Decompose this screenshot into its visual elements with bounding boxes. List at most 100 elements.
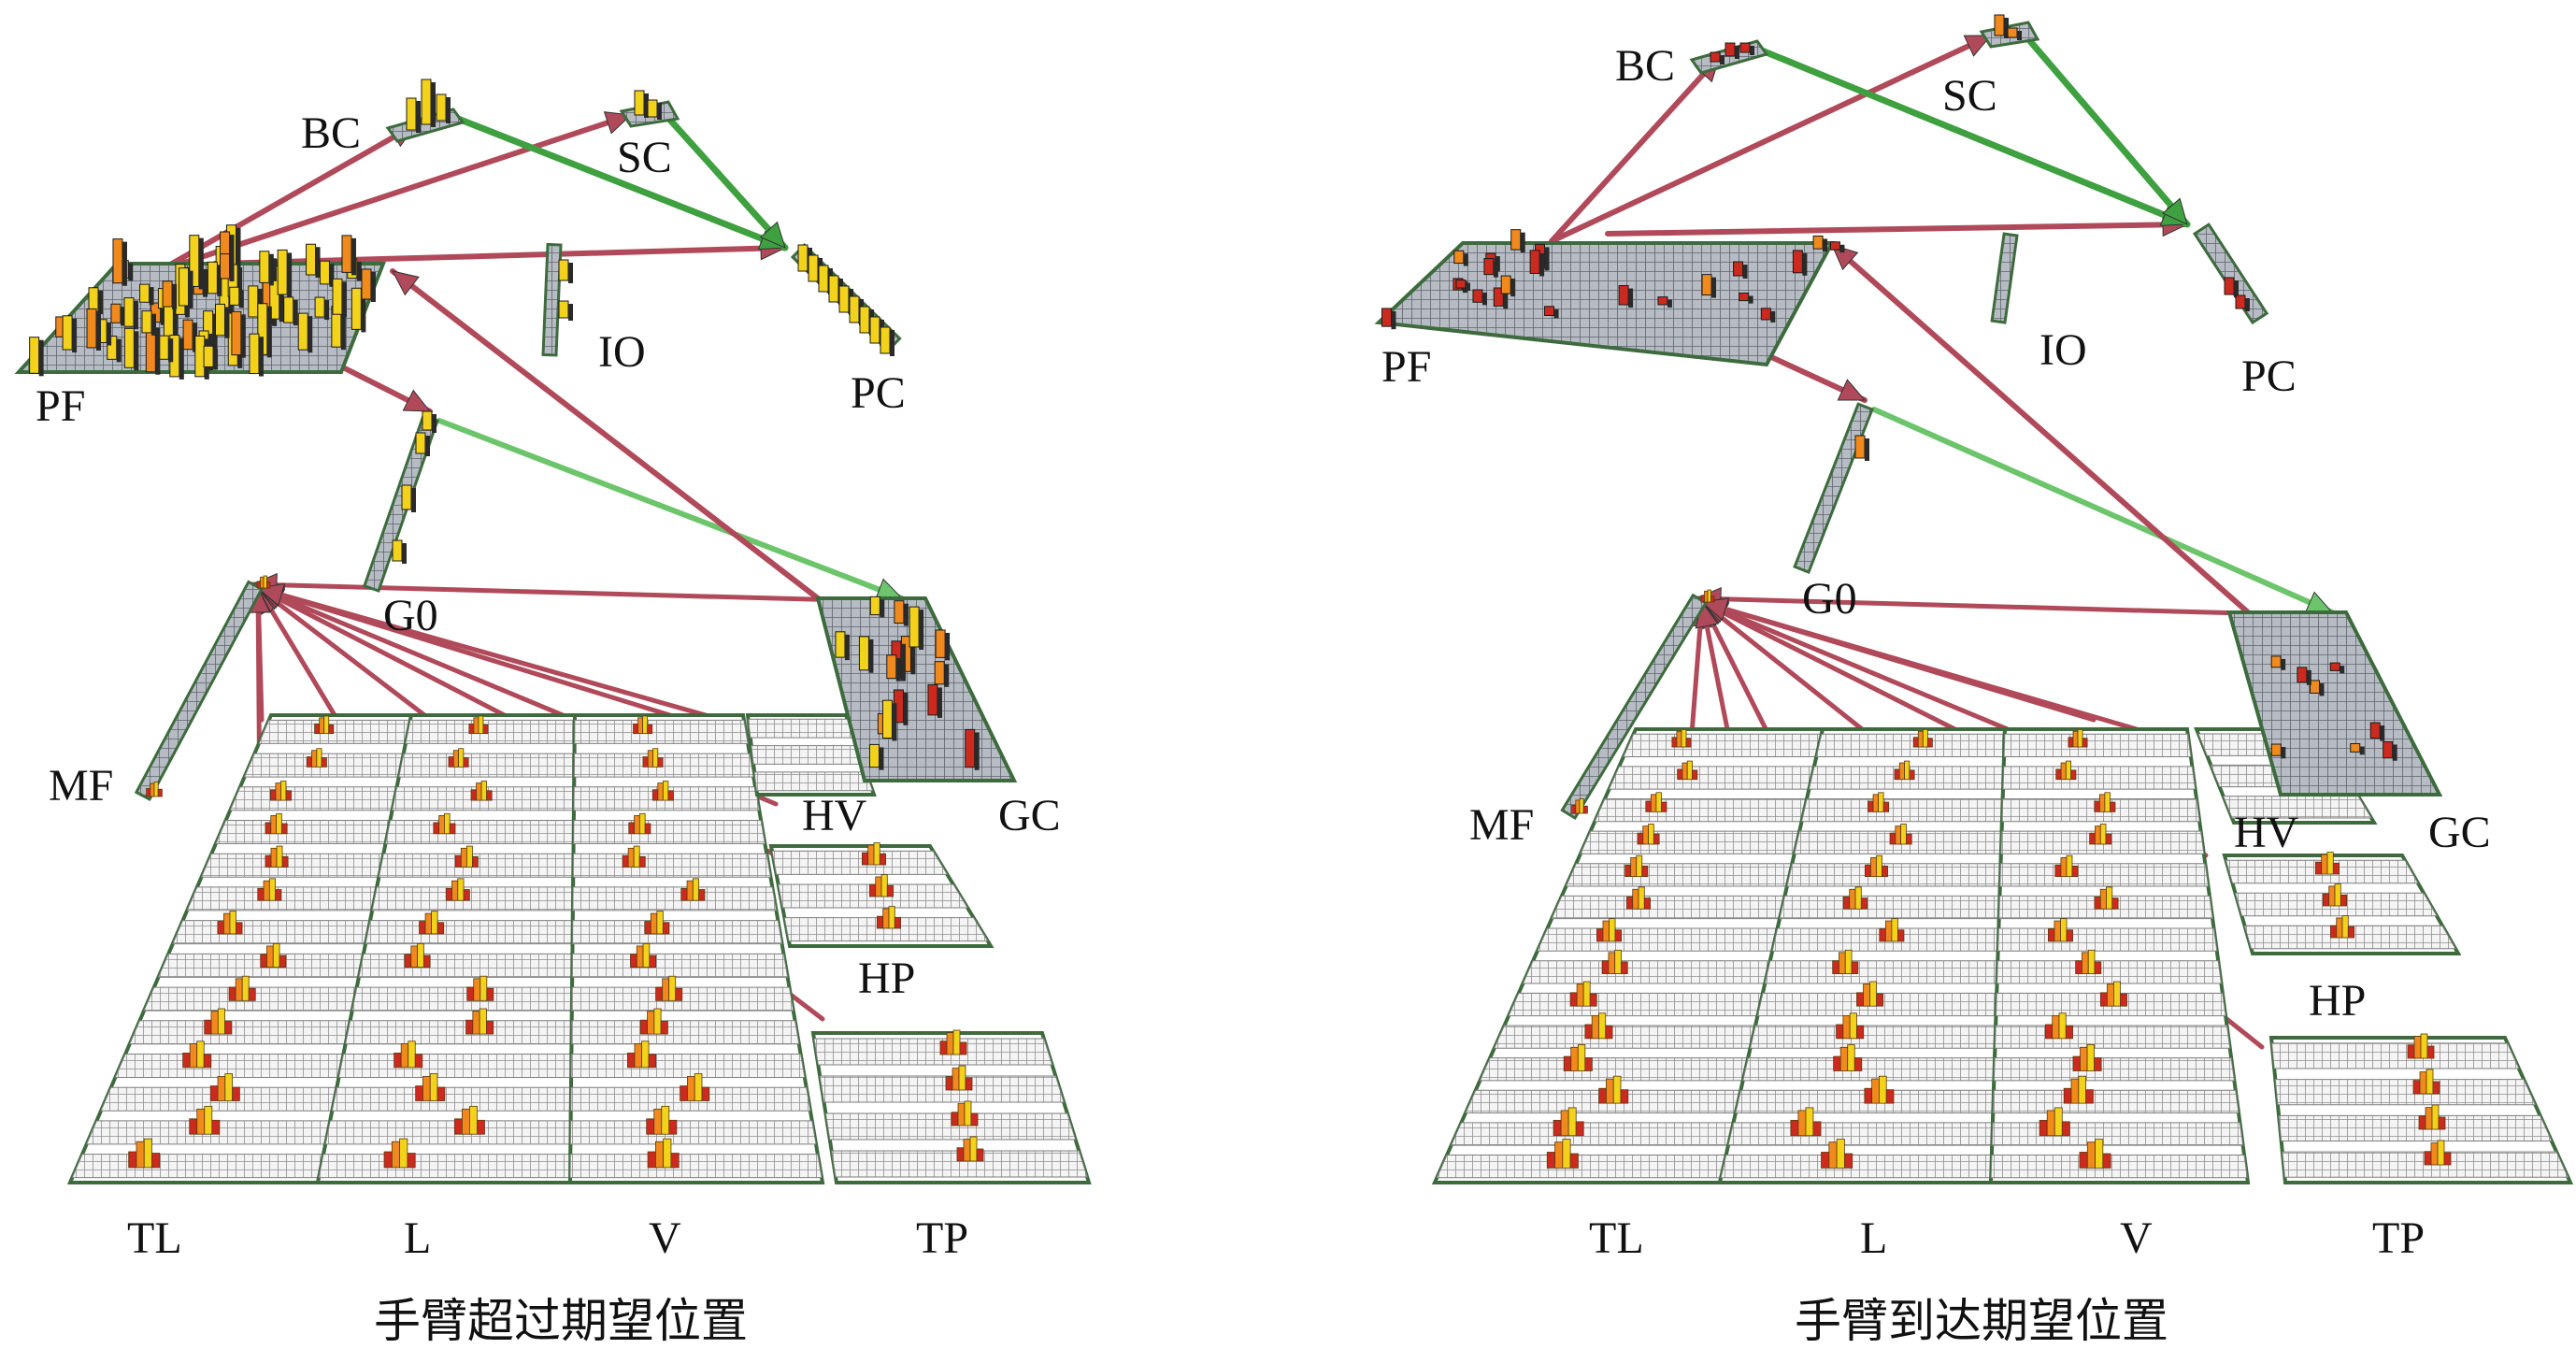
activity-bump xyxy=(939,1029,967,1055)
bar xyxy=(1569,1153,1579,1169)
bar xyxy=(1632,888,1639,910)
connection-line xyxy=(1753,45,2191,228)
activity-bump xyxy=(2068,728,2088,748)
activity-bar xyxy=(29,337,40,374)
label-bc: BC xyxy=(1615,41,1675,91)
bar xyxy=(1569,992,1578,1007)
bar xyxy=(466,986,475,1001)
arrowhead xyxy=(1837,379,1867,401)
label-l: L xyxy=(1860,1213,1887,1263)
bar xyxy=(224,1073,233,1101)
bar xyxy=(969,1136,978,1162)
bar xyxy=(460,847,467,868)
connection-line xyxy=(212,245,788,266)
activity-bar xyxy=(2235,294,2246,309)
connection-line xyxy=(436,418,905,601)
activity-bump xyxy=(419,911,445,935)
bar xyxy=(2120,993,2127,1007)
activity-bar-side xyxy=(266,306,272,358)
bar xyxy=(1700,595,1705,603)
bar xyxy=(1601,960,1610,974)
bar xyxy=(2437,1140,2445,1166)
activity-bar-side xyxy=(198,237,204,290)
bar xyxy=(248,987,256,1001)
activity-bump xyxy=(1584,1012,1613,1040)
map-tp-band xyxy=(831,1150,1088,1178)
bar xyxy=(321,757,327,768)
bar xyxy=(463,757,469,768)
label-hp: HP xyxy=(858,954,915,1003)
bar xyxy=(1606,1078,1614,1104)
bar xyxy=(2058,1012,2067,1040)
activity-bar xyxy=(62,315,73,351)
activity-bump xyxy=(2094,886,2119,910)
bar xyxy=(1554,1141,1564,1169)
activity-bar-side xyxy=(356,261,362,281)
bar xyxy=(2054,920,2061,942)
activity-bar-side xyxy=(173,307,179,354)
activity-bump xyxy=(1894,760,1915,781)
activity-bar-side xyxy=(974,732,980,770)
bar xyxy=(2341,915,2349,939)
bar xyxy=(479,1008,487,1035)
map-l-band xyxy=(358,953,573,978)
activity-bar-side xyxy=(179,337,184,380)
activity-bar-side xyxy=(133,300,138,330)
bar xyxy=(235,978,243,1001)
activity-bar xyxy=(1724,42,1736,57)
activity-bar-side xyxy=(1510,279,1516,297)
activity-bar xyxy=(1812,235,1824,250)
bar xyxy=(1854,886,1862,910)
activity-bump xyxy=(628,812,651,835)
connection-line xyxy=(450,113,789,251)
bar xyxy=(211,1119,221,1135)
bar xyxy=(644,921,651,935)
map-v-band xyxy=(1999,863,2210,887)
bar xyxy=(662,922,670,935)
label-g0: G0 xyxy=(1802,574,1857,624)
activity-bar-side xyxy=(116,338,122,363)
activity-bump xyxy=(470,781,493,801)
bar xyxy=(1898,762,1905,781)
bar xyxy=(1576,983,1584,1007)
bar xyxy=(265,822,272,835)
activity-bar-side xyxy=(431,82,436,127)
activity-bump xyxy=(862,842,886,866)
map-mf xyxy=(1560,593,1709,821)
bar xyxy=(1868,800,1874,812)
activity-bar-side xyxy=(238,290,244,309)
activity-bar xyxy=(818,265,829,293)
bar xyxy=(272,943,280,969)
bar xyxy=(2066,929,2073,942)
activity-bump xyxy=(945,1065,973,1091)
connection-line xyxy=(1605,222,2190,237)
bar xyxy=(203,1054,212,1069)
arrow-g0-gc xyxy=(1871,407,2335,615)
sc-bars xyxy=(1994,14,2022,40)
bar xyxy=(399,1138,408,1169)
activity-bump xyxy=(2099,981,2127,1007)
activity-bar-side xyxy=(1823,238,1828,252)
activity-bar-side xyxy=(892,703,897,741)
map-tl-band xyxy=(128,1020,351,1045)
bar xyxy=(633,845,640,868)
activity-bump xyxy=(445,878,470,901)
bar xyxy=(311,750,318,768)
bar xyxy=(394,1052,402,1069)
activity-bar-side xyxy=(425,436,430,456)
activity-bar xyxy=(838,285,850,313)
bar xyxy=(628,822,635,835)
label-tl: TL xyxy=(1589,1213,1644,1263)
map-tl-band xyxy=(172,920,371,945)
activity-bump xyxy=(1833,1044,1863,1071)
bar xyxy=(486,987,494,1001)
map-v-band xyxy=(572,920,783,945)
activity-bump xyxy=(2418,1104,2446,1130)
bar xyxy=(451,880,459,901)
map-l-band xyxy=(1727,1122,1994,1146)
bar xyxy=(2407,1044,2415,1059)
activity-bar xyxy=(881,699,893,739)
label-tl: TL xyxy=(127,1213,182,1263)
bar xyxy=(2426,1045,2435,1059)
activity-bar-side xyxy=(880,599,885,618)
